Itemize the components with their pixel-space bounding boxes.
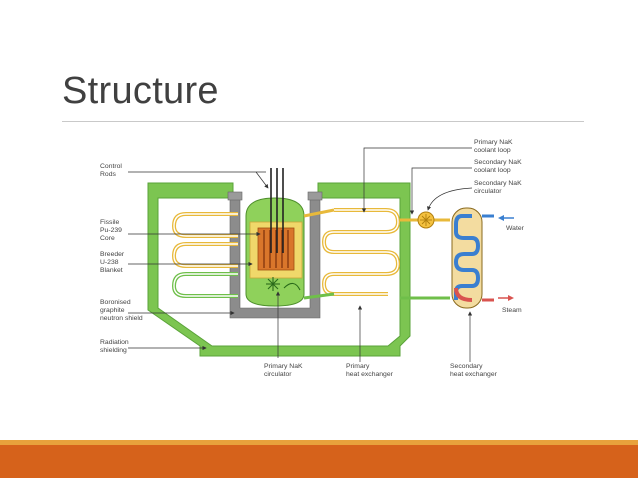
title-divider — [62, 121, 584, 122]
steam-arrow — [498, 295, 514, 301]
slide-title: Structure — [62, 70, 219, 112]
label-line: circulator — [264, 371, 292, 378]
label-line: Control — [100, 163, 122, 170]
footer-bar — [0, 445, 638, 478]
label-line: coolant loop — [474, 147, 511, 154]
label-line: Core — [100, 235, 115, 242]
fuel-rods — [263, 230, 289, 268]
label-line: U-238 — [100, 259, 119, 266]
label-line: shielding — [100, 347, 127, 354]
label-steam: Steam — [502, 307, 522, 314]
primary-heat-exchanger — [321, 208, 401, 296]
steam-generator-tube — [453, 214, 481, 300]
control-rods — [270, 168, 284, 253]
label-line: Rods — [100, 171, 116, 178]
secondary-heat-exchanger — [451, 207, 483, 309]
label-line: Radiation — [100, 339, 129, 346]
label-line: Secondary NaK — [474, 180, 522, 187]
left-coils — [171, 212, 238, 298]
label-line: heat exchanger — [450, 371, 498, 378]
label-line: neutron shield — [100, 315, 143, 322]
label-water: Water — [506, 225, 525, 232]
label-line: heat exchanger — [346, 371, 394, 378]
footer-accent-stripe — [0, 440, 638, 445]
water-arrow — [498, 215, 514, 221]
label-line: circulator — [474, 188, 502, 195]
label-line: Primary NaK — [264, 363, 303, 370]
label-line: Primary NaK — [474, 139, 513, 146]
label-line: Fissile — [100, 219, 119, 226]
label-line: Boronised — [100, 299, 131, 306]
label-line: graphite — [100, 307, 125, 314]
label-line: Blanket — [100, 267, 123, 274]
label-line: coolant loop — [474, 167, 511, 174]
label-line: Secondary NaK — [474, 159, 522, 166]
label-line: Pu-239 — [100, 227, 122, 234]
primary-circulator — [266, 277, 301, 291]
label-line: Primary — [346, 363, 370, 370]
secondary-circulator — [417, 211, 435, 229]
label-line: Breeder — [100, 251, 125, 258]
label-line: Secondary — [450, 363, 483, 370]
